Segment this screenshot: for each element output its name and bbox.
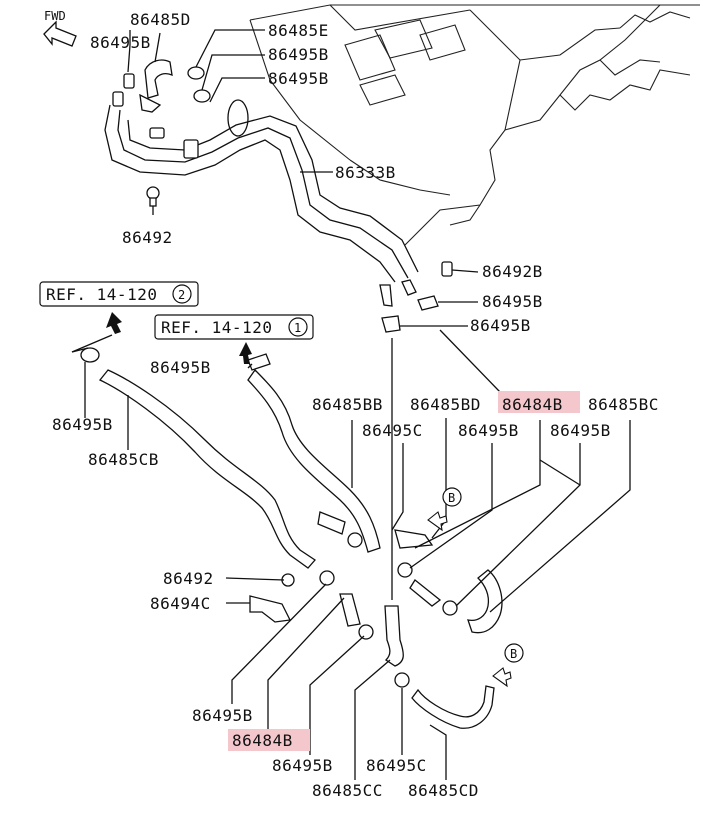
view-marker-b-upper: B bbox=[427, 487, 462, 532]
callout-86495B-4[interactable]: 86495B bbox=[482, 292, 543, 311]
ref-note-2-text: REF. 14-120 bbox=[46, 285, 157, 304]
engine-outline bbox=[249, 4, 700, 246]
callout-labels: 86485D 86495B 86485E 86495B 86495B 86333… bbox=[52, 10, 659, 800]
callout-86485BD[interactable]: 86485BD bbox=[410, 395, 481, 414]
callout-86485BC[interactable]: 86485BC bbox=[588, 395, 659, 414]
fwd-arrow-icon bbox=[43, 20, 77, 47]
callout-86485CC[interactable]: 86485CC bbox=[312, 781, 383, 800]
callout-86485E[interactable]: 86485E bbox=[268, 21, 329, 40]
callout-86484B-1[interactable]: 86484B bbox=[502, 395, 563, 414]
callout-86495C-2[interactable]: 86495C bbox=[366, 756, 427, 775]
ref-note-1-number: 1 bbox=[294, 321, 301, 335]
callout-86495B-3[interactable]: 86495B bbox=[268, 69, 329, 88]
callout-86495C-1[interactable]: 86495C bbox=[362, 421, 423, 440]
callout-86495B-8[interactable]: 86495B bbox=[458, 421, 519, 440]
ref-1-arrow-icon bbox=[239, 342, 252, 364]
callout-86492B[interactable]: 86492B bbox=[482, 262, 543, 281]
callout-86492-2[interactable]: 86492 bbox=[163, 569, 214, 588]
fwd-label: FWD bbox=[44, 9, 66, 23]
callout-86494C[interactable]: 86494C bbox=[150, 594, 211, 613]
callout-86333B[interactable]: 86333B bbox=[335, 163, 396, 182]
ref-2-arrow-icon bbox=[106, 312, 122, 334]
callout-86495B-10[interactable]: 86495B bbox=[192, 706, 253, 725]
top-pipe-assembly bbox=[104, 59, 419, 307]
callout-86485D[interactable]: 86485D bbox=[130, 10, 191, 29]
callout-86485CD[interactable]: 86485CD bbox=[408, 781, 479, 800]
callout-86485BB[interactable]: 86485BB bbox=[312, 395, 383, 414]
callout-86495B-2[interactable]: 86495B bbox=[268, 45, 329, 64]
callout-86495B-6[interactable]: 86495B bbox=[150, 358, 211, 377]
callout-86495B-11[interactable]: 86495B bbox=[272, 756, 333, 775]
view-marker-b-lower-text: B bbox=[510, 647, 517, 661]
callout-86485CB[interactable]: 86485CB bbox=[88, 450, 159, 469]
ref-note-2-number: 2 bbox=[178, 288, 185, 302]
view-marker-b-lower: B bbox=[492, 643, 524, 688]
callout-86495B-7[interactable]: 86495B bbox=[52, 415, 113, 434]
callout-86495B-1[interactable]: 86495B bbox=[90, 33, 151, 52]
highlight-86484b-upper bbox=[498, 391, 580, 413]
callout-86495B-9[interactable]: 86495B bbox=[550, 421, 611, 440]
ref-note-2: REF. 14-120 2 bbox=[39, 281, 199, 334]
highlight-86484b-lower bbox=[228, 729, 310, 751]
leader-lines bbox=[71, 29, 631, 780]
callout-86484B-2[interactable]: 86484B bbox=[232, 731, 293, 750]
ref-note-1: REF. 14-120 1 bbox=[154, 314, 314, 364]
callout-86495B-5[interactable]: 86495B bbox=[470, 316, 531, 335]
callout-86492-1[interactable]: 86492 bbox=[122, 228, 173, 247]
bottom-hose-assembly bbox=[80, 261, 503, 729]
view-marker-b-upper-text: B bbox=[448, 491, 455, 505]
ref-note-1-text: REF. 14-120 bbox=[161, 318, 272, 337]
